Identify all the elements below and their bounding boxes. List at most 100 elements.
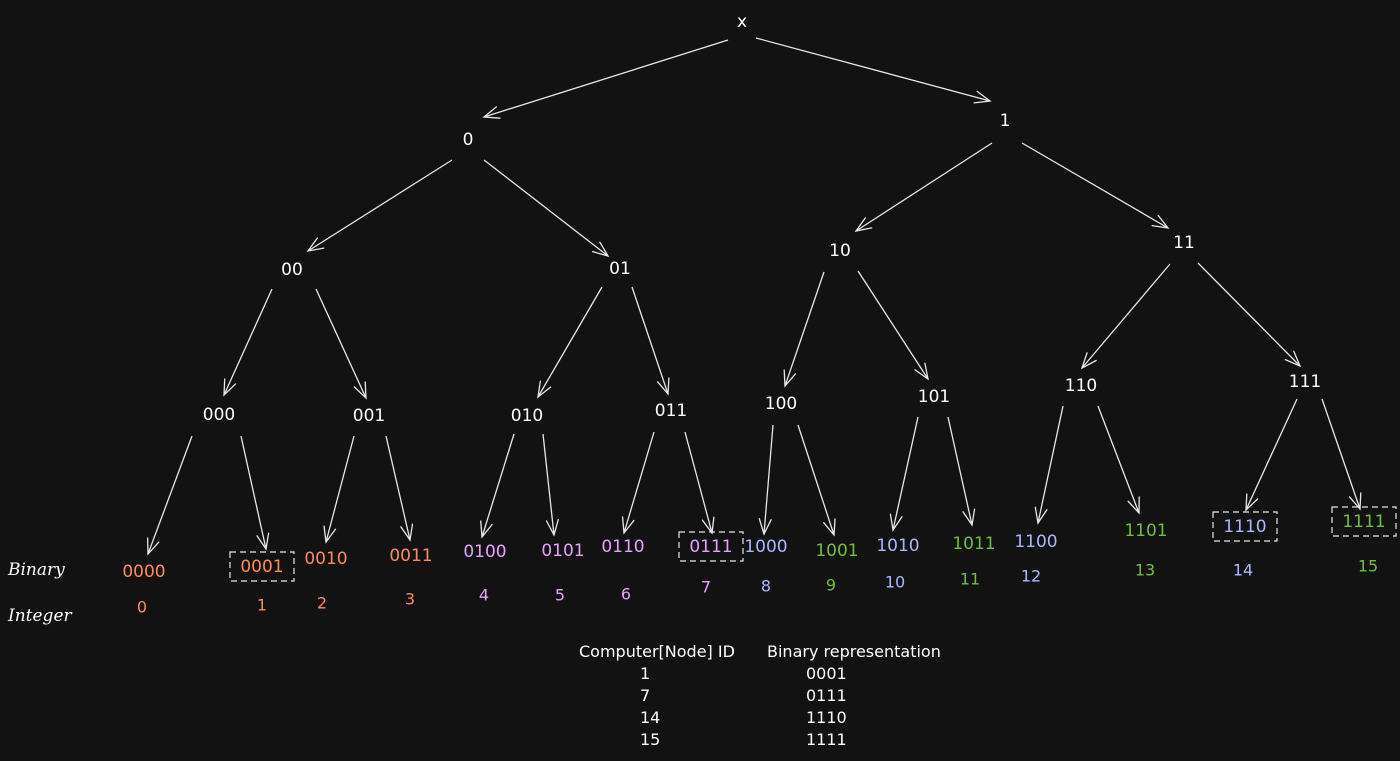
tree-edge <box>947 416 973 526</box>
id-table: Computer[Node] ID Binary representation … <box>579 642 941 749</box>
leaf-integer-value: 3 <box>405 590 415 609</box>
tree-edge <box>857 270 929 380</box>
table-header-binary: Binary representation <box>767 642 941 661</box>
table-row-3-id: 14 <box>640 708 660 727</box>
leaf-binary-value: 0101 <box>541 541 584 561</box>
leaf-integer-value: 14 <box>1233 561 1253 580</box>
tree-edge <box>307 159 453 252</box>
leaf-integer-value: 12 <box>1021 567 1041 586</box>
binary-row-label: Binary <box>7 560 65 580</box>
tree-node: 101 <box>918 387 950 407</box>
arrow-head-icon <box>146 537 160 556</box>
arrow-head-icon <box>962 508 976 527</box>
leaf-binary-value: 0110 <box>601 537 644 557</box>
tree-edge <box>1245 398 1298 511</box>
arrow-head-icon <box>482 106 501 119</box>
arrow-head-icon <box>701 516 715 535</box>
tree-edge <box>537 286 603 398</box>
tree-node: 001 <box>353 406 385 426</box>
leaf-binary-value: 1011 <box>952 534 995 554</box>
arrow-head-icon <box>1127 496 1140 515</box>
leaf-binary-value: 0011 <box>389 546 432 566</box>
tree-node-root: x <box>737 12 747 32</box>
table-header-id: Computer[Node] ID <box>579 642 735 661</box>
arrow-head-icon <box>537 380 552 399</box>
tree-edge <box>1197 262 1301 367</box>
arrow-head-icon <box>223 378 237 397</box>
leaf-binary-value: 1110 <box>1223 517 1266 537</box>
tree-edge <box>1097 405 1140 514</box>
tree-edge <box>385 435 411 541</box>
tree-edge <box>483 159 609 257</box>
tree-edge <box>223 288 273 396</box>
arrow-head-icon <box>854 217 873 232</box>
arrow-head-icon <box>621 516 635 535</box>
arrow-head-icon <box>914 362 929 381</box>
selected-leaf-box <box>678 531 744 562</box>
arrow-head-icon <box>758 518 772 536</box>
integer-row-label: Integer <box>7 606 72 626</box>
tree-edge <box>684 431 713 534</box>
tree-node: 10 <box>829 241 851 261</box>
leaf-binary-value: 1001 <box>815 541 858 561</box>
tree-edge <box>240 435 267 550</box>
tree-edge <box>1081 263 1171 369</box>
table-row-4-binary: 1111 <box>806 730 847 749</box>
tree-edge <box>797 424 835 536</box>
leaf-binary-value: 0100 <box>463 542 506 562</box>
selected-leaf-box <box>1331 506 1397 537</box>
tree-node: 100 <box>765 394 797 414</box>
leaf-binary-value: 0010 <box>304 549 347 569</box>
leaf-integer-value: 4 <box>479 586 489 605</box>
leaf-integer-value: 10 <box>885 573 905 592</box>
leaf-binary-value: 1101 <box>1124 521 1167 541</box>
arrow-head-icon <box>1080 352 1097 370</box>
tree-edge <box>481 433 515 538</box>
tree-edge <box>763 424 774 535</box>
leaf-integer-value: 5 <box>555 586 565 605</box>
arrow-head-icon <box>400 523 414 542</box>
arrow-head-icon <box>480 520 493 539</box>
leaf-binary-value: 0000 <box>122 562 165 582</box>
arrow-head-icon <box>256 532 270 551</box>
tree-edge <box>542 433 555 536</box>
arrow-head-icon <box>306 237 325 252</box>
leaf-integer-value: 13 <box>1135 561 1155 580</box>
leaf-binary-value: 0001 <box>240 557 283 577</box>
leaf-integer-value: 9 <box>826 576 836 595</box>
tree-edge <box>1037 405 1064 524</box>
leaf-binary-value: 1010 <box>876 536 919 556</box>
tree-edge <box>623 431 655 534</box>
leaf-integer-value: 11 <box>960 570 980 589</box>
arrow-head-icon <box>1348 492 1362 511</box>
tree-edge <box>147 435 193 555</box>
arrow-head-icon <box>545 518 559 537</box>
table-row-4-id: 15 <box>640 730 660 749</box>
table-row-1-binary: 0001 <box>806 664 847 683</box>
selection-boxes <box>229 506 1397 582</box>
tree-edge <box>892 416 919 531</box>
tree-node: 1 <box>1000 111 1011 131</box>
tree-node: 011 <box>655 401 687 421</box>
leaf-integer-value: 7 <box>701 578 711 597</box>
leaf-integer-value: 1 <box>257 596 267 615</box>
tree-node: 11 <box>1173 233 1195 253</box>
table-row-1-id: 1 <box>640 664 650 683</box>
arrow-head-icon <box>591 241 610 258</box>
arrow-head-icon <box>1284 350 1302 368</box>
tree-node: 000 <box>203 405 235 425</box>
tree-node: 110 <box>1065 376 1097 396</box>
tree-edge <box>855 142 993 232</box>
leaf-binary-value: 1000 <box>744 537 787 557</box>
arrow-head-icon <box>1034 506 1048 525</box>
leaf-integer-value: 0 <box>137 598 147 617</box>
selected-leaf-box <box>229 551 295 582</box>
tree-edges <box>146 37 1362 556</box>
tree-edge <box>784 271 825 387</box>
tree-edge <box>315 288 367 399</box>
leaf-integer-value: 8 <box>761 577 771 596</box>
